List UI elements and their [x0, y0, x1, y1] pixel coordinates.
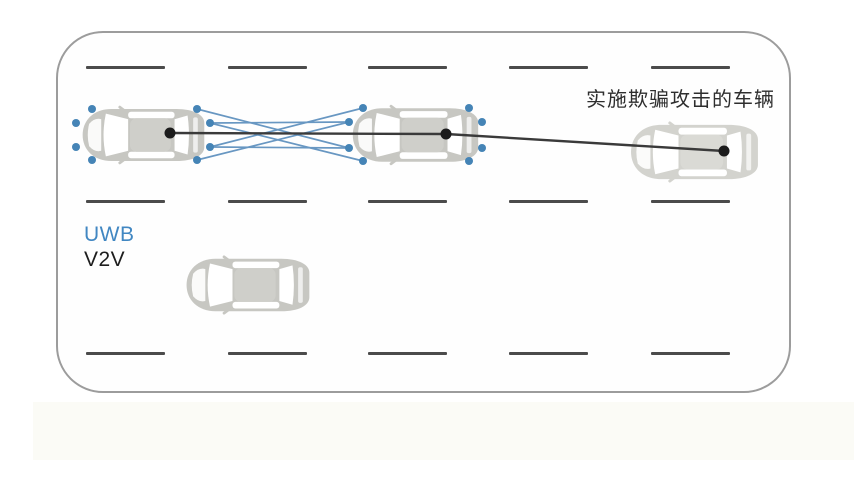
uwb-anchor-dot [193, 156, 201, 164]
v2v-links-group [168, 131, 726, 153]
uwb-anchors-group [72, 104, 486, 165]
uwb-anchor-dot [206, 143, 214, 151]
uwb-anchor-dot [88, 105, 96, 113]
lane-dash [651, 352, 730, 355]
attacker-vehicle [629, 121, 760, 183]
lane-dash [86, 352, 165, 355]
lane-dash [86, 66, 165, 69]
uwb-link-line [209, 146, 350, 149]
neighbor-vehicle [185, 255, 311, 315]
uwb-anchor-dot [359, 104, 367, 112]
lane-dash [228, 352, 307, 355]
v2v-link-line [444, 132, 726, 153]
lane-dash [368, 200, 447, 203]
uwb-link-line [209, 122, 364, 162]
uwb-anchor-dot [72, 119, 80, 127]
uwb-link-line [196, 121, 350, 161]
uwb-anchor-dot [345, 144, 353, 152]
uwb-anchor-dot [478, 144, 486, 152]
lane-dash [228, 200, 307, 203]
lead-vehicle [81, 105, 206, 165]
uwb-legend-label: UWB [84, 223, 135, 246]
uwb-link-line [209, 121, 350, 124]
attacker-vehicle-label: 实施欺骗攻击的车辆 [586, 89, 775, 111]
page-margin-band [33, 402, 854, 460]
uwb-link-line [209, 107, 364, 148]
lane-dash [651, 66, 730, 69]
lane-dash [368, 66, 447, 69]
uwb-anchor-dot [478, 118, 486, 126]
lane-dash [509, 66, 588, 69]
v2v-nodes-group [164, 127, 730, 157]
uwb-anchor-dot [193, 105, 201, 113]
uwb-anchor-dot [465, 157, 473, 165]
uwb-anchor-dot [206, 119, 214, 127]
lane-dash [228, 66, 307, 69]
lane-dash [509, 352, 588, 355]
road-outline [56, 31, 791, 393]
signal-legend: UWB V2V [84, 222, 135, 272]
lane-dash [368, 352, 447, 355]
uwb-anchor-dot [465, 104, 473, 112]
uwb-anchor-dot [72, 143, 80, 151]
lane-dash [651, 200, 730, 203]
lane-dash [86, 200, 165, 203]
uwb-anchor-dot [359, 157, 367, 165]
uwb-anchor-dot [345, 118, 353, 126]
uwb-anchor-dot [88, 156, 96, 164]
uwb-links-group [196, 107, 364, 162]
v2v-legend-label: V2V [84, 248, 126, 271]
lane-markings-group [86, 66, 730, 355]
v2v-node-dot [440, 128, 452, 140]
v2v-node-dot [164, 127, 176, 139]
uwb-link-line [196, 108, 350, 149]
lane-dash [509, 200, 588, 203]
v2v-link-line [168, 131, 448, 136]
v2v-node-dot [718, 145, 730, 157]
